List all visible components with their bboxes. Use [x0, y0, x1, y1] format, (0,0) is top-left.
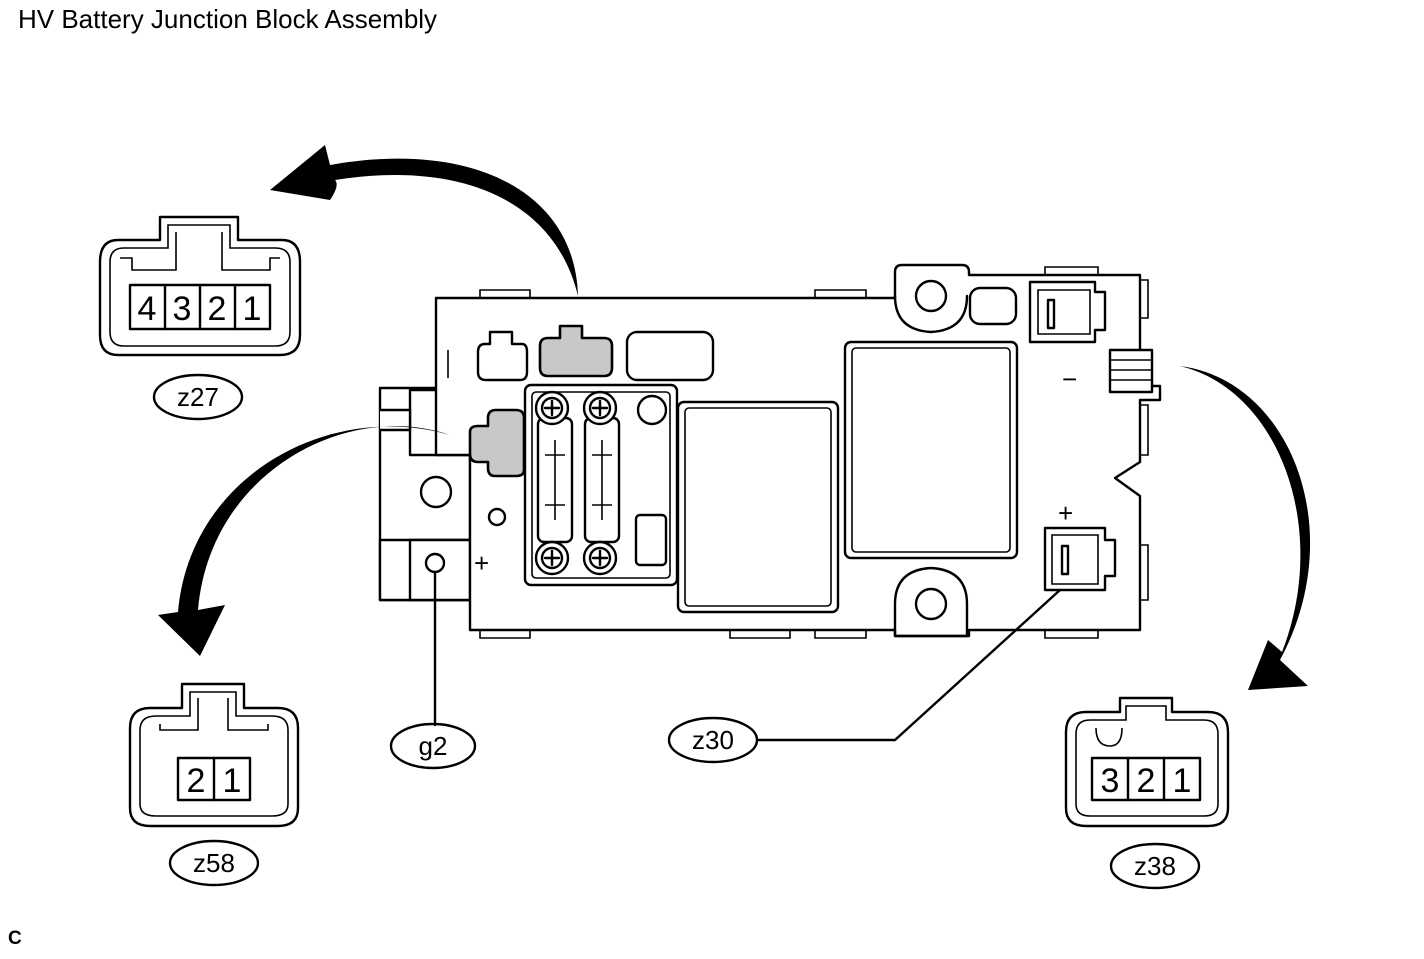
ground-terminal-g2: [424, 552, 446, 727]
connector-z58: 2 1 z58: [128, 682, 300, 887]
fuse-screws: [534, 390, 618, 576]
z38-label-bubble: [1109, 842, 1201, 890]
diagram-title: HV Battery Junction Block Assembly: [18, 4, 438, 34]
z38-pin-3: 3: [1101, 762, 1120, 800]
z38-label: z38: [1134, 851, 1176, 881]
arrow-to-z38: [1180, 366, 1311, 690]
arrow-to-z27: [270, 145, 578, 296]
fuse-holder: [468, 383, 840, 614]
plus-mark-right: +: [1058, 498, 1073, 528]
z27-label: z27: [177, 382, 219, 412]
arrow-to-z58: [158, 426, 450, 656]
z58-label: z58: [193, 848, 235, 878]
leader-z30: [756, 588, 1062, 742]
g2-label-bubble: [389, 722, 477, 770]
z27-pin-1: 1: [243, 290, 262, 328]
top-components: [447, 286, 1018, 382]
z58-label-bubble: [168, 839, 260, 887]
board-connectors: [1028, 280, 1154, 592]
z58-pin-2: 2: [187, 762, 206, 800]
plus-mark-left: +: [474, 548, 489, 578]
connector-z27: 4 3 2 1 z27: [98, 215, 302, 421]
z27-pin-2: 2: [208, 290, 227, 328]
z27-label-bubble: [152, 373, 244, 421]
z30-label: z30: [692, 725, 734, 755]
relay-block: [843, 340, 1019, 560]
z27-pin-3: 3: [173, 290, 192, 328]
callout-arrows: [158, 145, 1311, 742]
z27-pin-4: 4: [138, 290, 157, 328]
polarity-marks: − + +: [474, 364, 1077, 578]
footer-mark: C: [8, 928, 22, 949]
z30-label-bubble: [667, 716, 759, 764]
minus-mark: −: [1062, 364, 1077, 394]
mounting-holes: [419, 279, 969, 638]
terminal-g2: g2: [389, 722, 477, 770]
g2-label: g2: [419, 731, 448, 761]
z58-pin-1: 1: [223, 762, 242, 800]
connector-z30: z30: [667, 716, 759, 764]
connector-z38: 3 2 1 z38: [1064, 696, 1230, 890]
z38-pin-2: 2: [1137, 762, 1156, 800]
z38-pin-1: 1: [1173, 762, 1192, 800]
